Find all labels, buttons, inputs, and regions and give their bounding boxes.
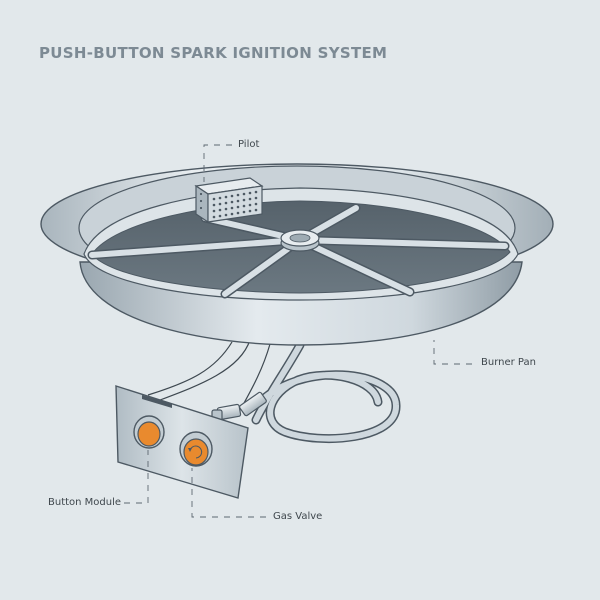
diagram-title: PUSH-BUTTON SPARK IGNITION SYSTEM — [39, 44, 388, 62]
pilot-box — [194, 177, 264, 224]
burner-pan-label: Burner Pan — [481, 357, 536, 368]
gas-line-tubing — [251, 340, 401, 444]
burner-spokes — [87, 203, 510, 299]
pilot-label: Pilot — [238, 139, 260, 150]
burner-pan-leader — [433, 340, 472, 365]
button-module-label: Button Module — [48, 497, 122, 508]
gas-valve-label: Gas Valve — [273, 511, 323, 522]
spark-button-orange — [137, 421, 161, 447]
pilot-vent-holes — [199, 190, 258, 219]
pilot-leader — [203, 144, 232, 182]
gas-valve-leader — [191, 468, 266, 518]
leader-lines — [124, 144, 472, 518]
gas-valve-knob-orange — [183, 438, 209, 466]
button-module — [115, 385, 249, 499]
button-module-leader — [124, 450, 149, 504]
